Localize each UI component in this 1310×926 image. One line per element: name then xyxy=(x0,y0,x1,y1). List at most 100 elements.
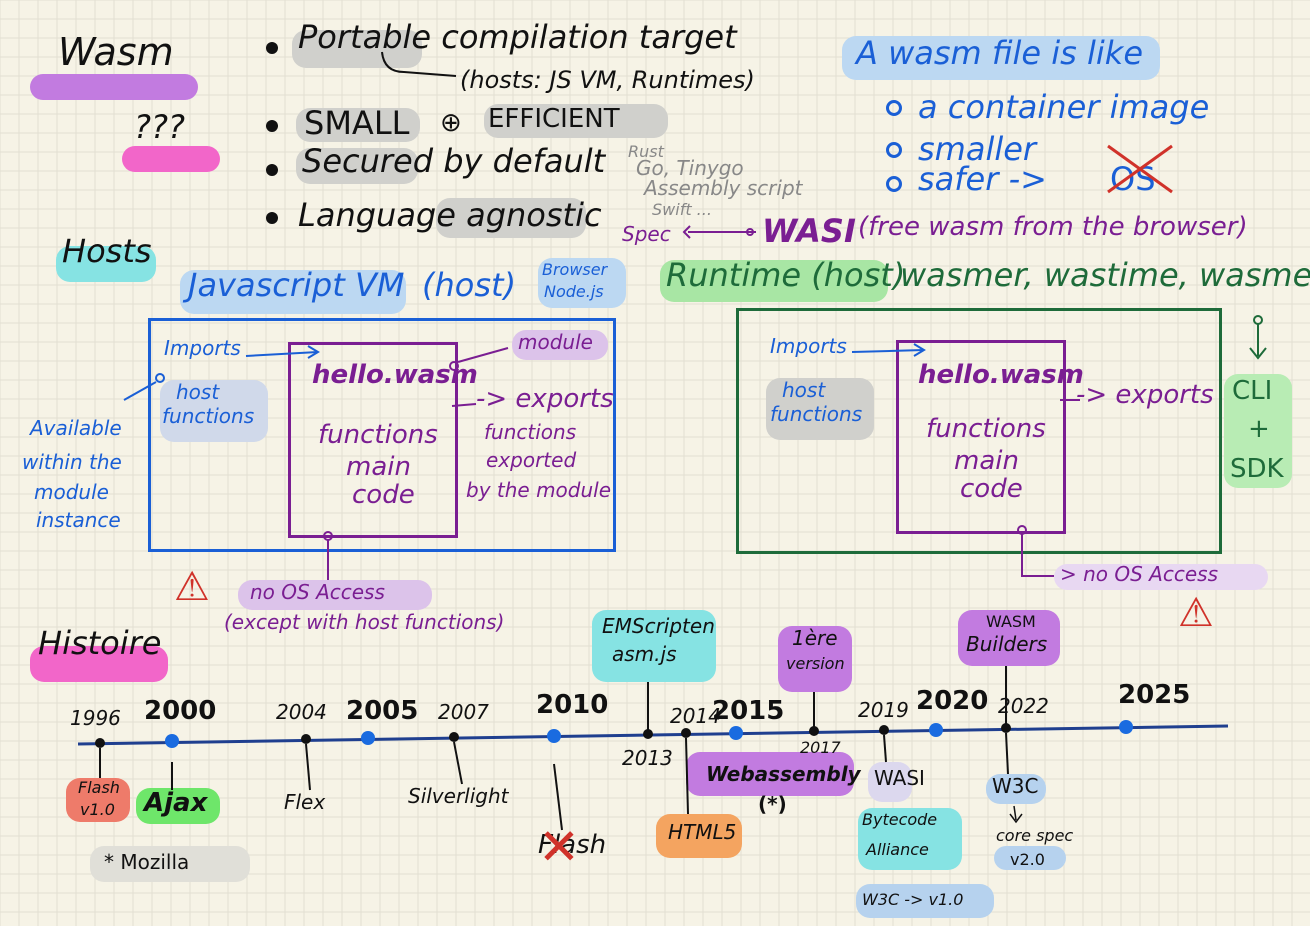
event-bytecode: Bytecode xyxy=(862,810,938,829)
page-title: Wasm xyxy=(58,30,174,74)
small-highlight xyxy=(296,108,420,142)
bullet-ring xyxy=(886,142,902,158)
webassembly-highlight xyxy=(686,752,854,796)
js-title: Javascript VM xyxy=(188,266,405,304)
event-ajax: Ajax xyxy=(144,788,208,818)
emscripten-highlight xyxy=(592,610,716,682)
event-w3c: W3C xyxy=(992,774,1039,798)
bullet-dot xyxy=(266,42,278,54)
w3c-highlight xyxy=(986,774,1046,804)
core-spec-highlight xyxy=(994,846,1066,870)
bullet-secured: Secured by default xyxy=(302,142,606,180)
bullet-ring xyxy=(886,176,902,192)
js-exports-note-2: exported xyxy=(486,448,577,472)
year-2020: 2020 xyxy=(916,686,989,716)
year-2013: 2013 xyxy=(622,746,673,770)
js-wasm-file: hello.wasm xyxy=(312,360,478,390)
like-item-smaller: smaller xyxy=(918,130,1037,168)
secured-highlight xyxy=(296,148,418,184)
event-html5: HTML5 xyxy=(668,820,737,844)
spec-label: Spec xyxy=(622,222,671,246)
year-2017: 2017 xyxy=(800,738,841,757)
runtime-sdk: SDK xyxy=(1230,454,1284,484)
hosts-heading: Hosts xyxy=(62,232,152,270)
wasi-label: WASI xyxy=(762,212,856,250)
event-emscripten: EMScripten xyxy=(602,614,715,638)
plus-circle-icon: ⊕ xyxy=(440,108,462,138)
year-2007: 2007 xyxy=(438,700,489,724)
event-core-spec-2: v2.0 xyxy=(1010,850,1045,869)
js-vm-box xyxy=(148,318,616,552)
lang-assemblyscript: Assembly script xyxy=(644,176,803,200)
year-2010: 2010 xyxy=(536,690,609,720)
runtime-title: Runtime (host) xyxy=(666,256,906,294)
year-2019: 2019 xyxy=(858,698,909,722)
event-wasm-builders-2: Builders xyxy=(966,632,1048,656)
agnostic-highlight xyxy=(436,198,586,238)
event-alliance: Alliance xyxy=(866,840,929,859)
available-line-1: Available xyxy=(30,416,122,440)
first-version-highlight xyxy=(778,626,852,692)
runtime-box xyxy=(736,308,1222,554)
runtime-code-code: code xyxy=(960,474,1023,504)
bullet-language: Language agnostic xyxy=(298,196,602,234)
js-host-label: host xyxy=(176,380,220,404)
runtime-list: wasmer, wastime, wasmedge xyxy=(900,256,1310,294)
runtime-code-main: main xyxy=(954,446,1019,476)
js-exports-note-3: by the module xyxy=(466,478,612,502)
js-imports: Imports xyxy=(164,336,241,360)
histoire-heading: Histoire xyxy=(38,624,162,662)
cli-sdk-highlight xyxy=(1224,374,1292,488)
like-title: A wasm file is like xyxy=(856,34,1144,72)
ajax-highlight xyxy=(136,788,220,824)
runtime-imports: Imports xyxy=(770,334,847,358)
runtime-exports: -> exports xyxy=(1076,380,1214,410)
html5-highlight xyxy=(656,814,742,858)
title-highlight xyxy=(30,74,198,100)
year-2000: 2000 xyxy=(144,696,217,726)
bytecode-highlight xyxy=(858,808,962,870)
histoire-highlight xyxy=(30,646,168,682)
wasi-note: (free wasm from the browser) xyxy=(858,212,1248,242)
event-core-spec-1: core spec xyxy=(996,826,1074,845)
event-flash: Flash xyxy=(538,830,607,860)
year-1996: 1996 xyxy=(70,706,121,730)
year-2022: 2022 xyxy=(998,694,1049,718)
runtime-cli: CLI xyxy=(1232,376,1273,406)
bullet-dot xyxy=(266,120,278,132)
event-webassembly: Webassembly xyxy=(706,762,861,786)
js-note-browser: Browser xyxy=(542,260,608,279)
runtime-wasm-module-box xyxy=(896,340,1066,534)
js-note-node: Node.js xyxy=(544,282,604,301)
event-asmjs: asm.js xyxy=(612,642,677,666)
like-item-container: a container image xyxy=(918,88,1210,126)
js-title-highlight xyxy=(180,270,406,314)
runtime-title-highlight xyxy=(660,260,888,302)
js-no-os-highlight xyxy=(238,580,432,610)
event-wasm-builders-1: WASM xyxy=(986,612,1036,631)
year-2025: 2025 xyxy=(1118,680,1191,710)
event-mozilla: * Mozilla xyxy=(104,850,190,874)
runtime-host-func-highlight xyxy=(766,378,874,440)
like-os: OS xyxy=(1110,160,1156,198)
runtime-code-functions: functions xyxy=(926,414,1046,444)
mozilla-highlight xyxy=(90,846,250,882)
w3c-v1-highlight xyxy=(856,884,994,918)
js-code-main: main xyxy=(346,452,411,482)
runtime-no-os-highlight xyxy=(1054,564,1268,590)
runtime-functions-label: functions xyxy=(770,402,863,426)
event-w3c-v1: W3C -> v1.0 xyxy=(862,890,964,909)
like-highlight xyxy=(842,36,1160,80)
event-flex: Flex xyxy=(284,790,326,814)
bullet-portable: Portable compilation target xyxy=(298,18,737,56)
available-line-3: module xyxy=(34,480,109,504)
runtime-no-os: > no OS Access xyxy=(1060,562,1218,586)
event-flash-v1-line1: Flash xyxy=(78,778,120,797)
hosts-note: (hosts: JS VM, Runtimes) xyxy=(460,66,755,94)
question-marks: ??? xyxy=(134,108,185,146)
flash-v1-highlight xyxy=(66,778,130,822)
lang-swift: Swift ... xyxy=(652,200,712,219)
bullet-ring xyxy=(886,100,902,116)
js-note-highlight xyxy=(538,258,626,308)
event-first-version-1: 1ère xyxy=(792,626,838,650)
